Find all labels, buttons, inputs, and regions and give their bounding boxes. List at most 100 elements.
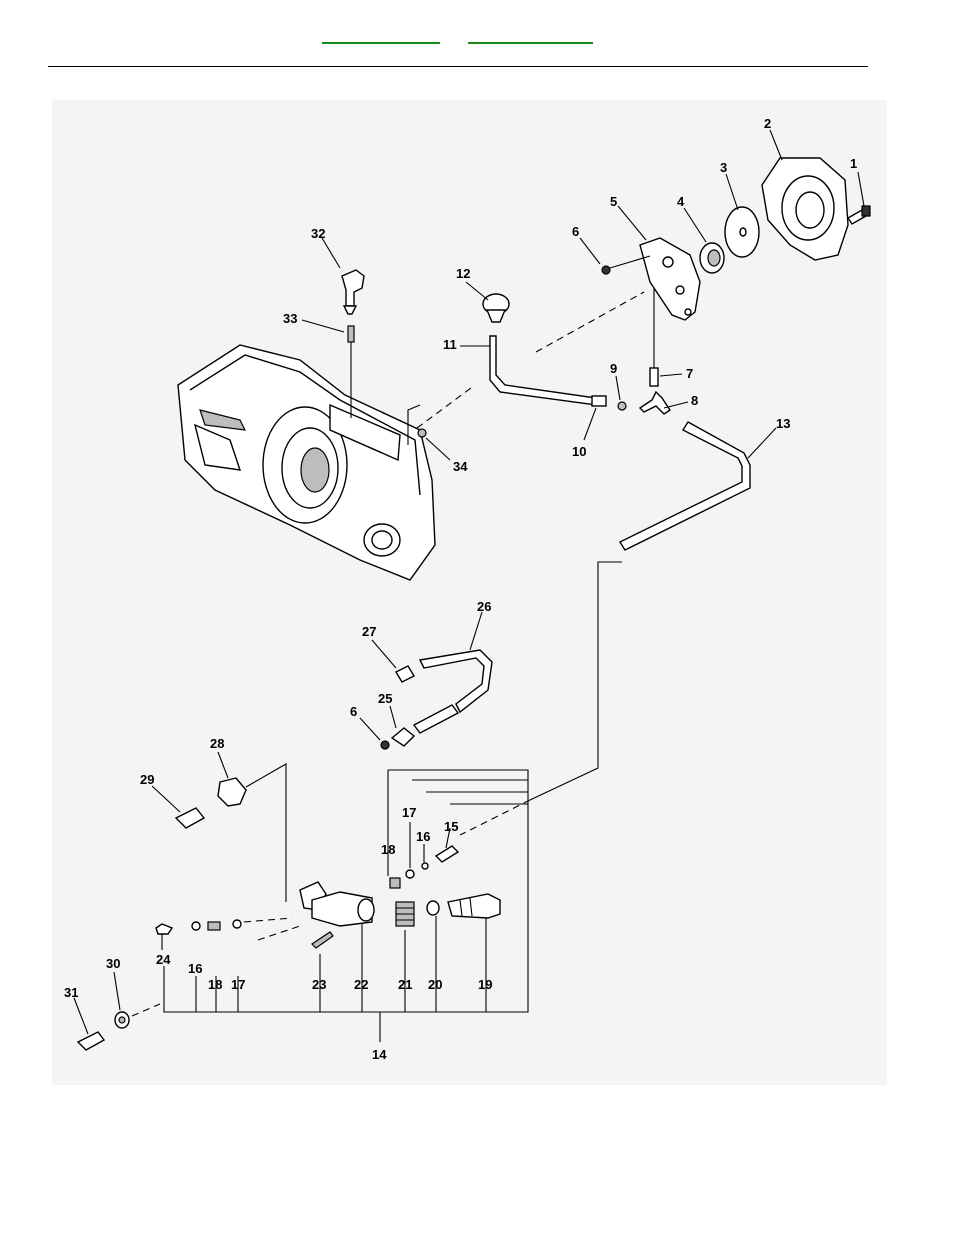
housing-drawing <box>177 344 436 581</box>
callout-25: 25 <box>378 691 392 706</box>
part-33-drawing <box>347 325 355 418</box>
part-16-top-drawing <box>421 862 429 870</box>
leader-26 <box>469 611 483 651</box>
callout-29: 29 <box>140 772 154 787</box>
part-10-drawing <box>591 395 607 407</box>
leader-12 <box>465 281 489 301</box>
part-17-bottom-drawing <box>232 919 242 929</box>
part-28-drawing <box>217 777 247 807</box>
nav-link-next[interactable] <box>468 28 593 44</box>
part-21-drawing <box>395 901 415 927</box>
leader-17-dash <box>243 917 293 923</box>
leader-6-top <box>579 237 601 265</box>
callout-15: 15 <box>444 819 458 834</box>
part-29-drawing <box>174 807 206 829</box>
part-25-drawing <box>390 727 416 747</box>
leader-13 <box>747 427 777 459</box>
leader-15 <box>445 827 451 849</box>
header-rule <box>48 66 868 67</box>
leader-9 <box>615 375 621 401</box>
leader-6-mid <box>359 717 381 741</box>
callout-8: 8 <box>691 393 698 408</box>
part-1-drawing <box>847 205 871 225</box>
part-24-drawing <box>155 923 174 935</box>
callout-26: 26 <box>477 599 491 614</box>
part-9-drawing <box>617 401 627 411</box>
part-32-drawing <box>341 269 365 315</box>
callout-19: 19 <box>478 977 492 992</box>
leader-3 <box>725 173 739 211</box>
callout-31: 31 <box>64 985 78 1000</box>
leader-13-dash <box>459 799 531 836</box>
callout-23: 23 <box>312 977 326 992</box>
callout-7: 7 <box>686 366 693 381</box>
leader-7 <box>659 373 683 377</box>
leader-13-path <box>529 561 622 801</box>
nav-link-previous[interactable] <box>322 28 440 44</box>
callout-17-bottom: 17 <box>231 977 245 992</box>
callout-20: 20 <box>428 977 442 992</box>
callout-5: 5 <box>610 194 617 209</box>
callout-27: 27 <box>362 624 376 639</box>
part-3-drawing <box>724 206 760 258</box>
part-22-drawing <box>299 881 375 927</box>
leader-10 <box>583 407 597 441</box>
part-18-bottom-drawing <box>207 921 221 931</box>
leader-29 <box>151 785 181 813</box>
leader-body-dash <box>257 925 301 941</box>
callout-11: 11 <box>443 337 457 352</box>
part-12-drawing <box>482 293 510 323</box>
leader-34-dash <box>416 384 476 429</box>
callout-14: 14 <box>372 1047 387 1062</box>
callout-17-top: 17 <box>402 805 416 820</box>
part-8-drawing <box>638 390 671 415</box>
callout-10: 10 <box>572 444 586 459</box>
leader-31 <box>73 997 89 1035</box>
leader-5 <box>617 205 647 241</box>
callout-28: 28 <box>210 736 224 751</box>
part-23-drawing <box>311 931 334 949</box>
leader-housing <box>407 404 421 445</box>
part-27-drawing <box>395 665 415 683</box>
part-18-top-drawing <box>389 877 401 889</box>
part-30-drawing <box>114 1011 130 1029</box>
callout-32: 32 <box>311 226 325 241</box>
leader-30-dash <box>131 1003 161 1017</box>
callout-2: 2 <box>764 116 771 131</box>
part-6-mid-drawing <box>380 740 390 750</box>
part-11-drawing <box>489 335 597 406</box>
part-16-bottom-drawing <box>191 921 201 931</box>
callout-4: 4 <box>677 194 685 209</box>
part-13-drawing <box>618 421 751 551</box>
leader-1 <box>857 171 865 207</box>
callout-16-bottom: 16 <box>188 961 202 976</box>
callout-1: 1 <box>850 156 857 171</box>
leader-6a <box>609 255 651 269</box>
part-26-drawing <box>418 649 493 714</box>
leader-2 <box>769 129 783 161</box>
part-26-segment <box>412 704 460 734</box>
callout-16-top: 16 <box>416 829 430 844</box>
leader-pump-dash <box>535 291 645 353</box>
leader-28-callout <box>217 751 229 779</box>
callout-3: 3 <box>720 160 727 175</box>
leader-30 <box>113 971 121 1011</box>
oil-pump-drawing <box>639 237 701 321</box>
leader-32 <box>321 237 341 269</box>
leader-34 <box>425 437 451 461</box>
callout-6-mid: 6 <box>350 704 357 719</box>
leader-28 <box>245 763 287 902</box>
callout-33: 33 <box>283 311 297 326</box>
callout-30: 30 <box>106 956 120 971</box>
leader-14-bracket <box>163 769 529 1013</box>
leader-8 <box>663 401 689 409</box>
part-20-drawing <box>426 900 440 916</box>
callout-34: 34 <box>453 459 468 474</box>
leader-4 <box>683 207 707 243</box>
part-17-top-drawing <box>405 869 415 879</box>
diagram-panel <box>52 100 887 1085</box>
callout-22: 22 <box>354 977 368 992</box>
callout-13: 13 <box>776 416 790 431</box>
callout-21: 21 <box>398 977 412 992</box>
